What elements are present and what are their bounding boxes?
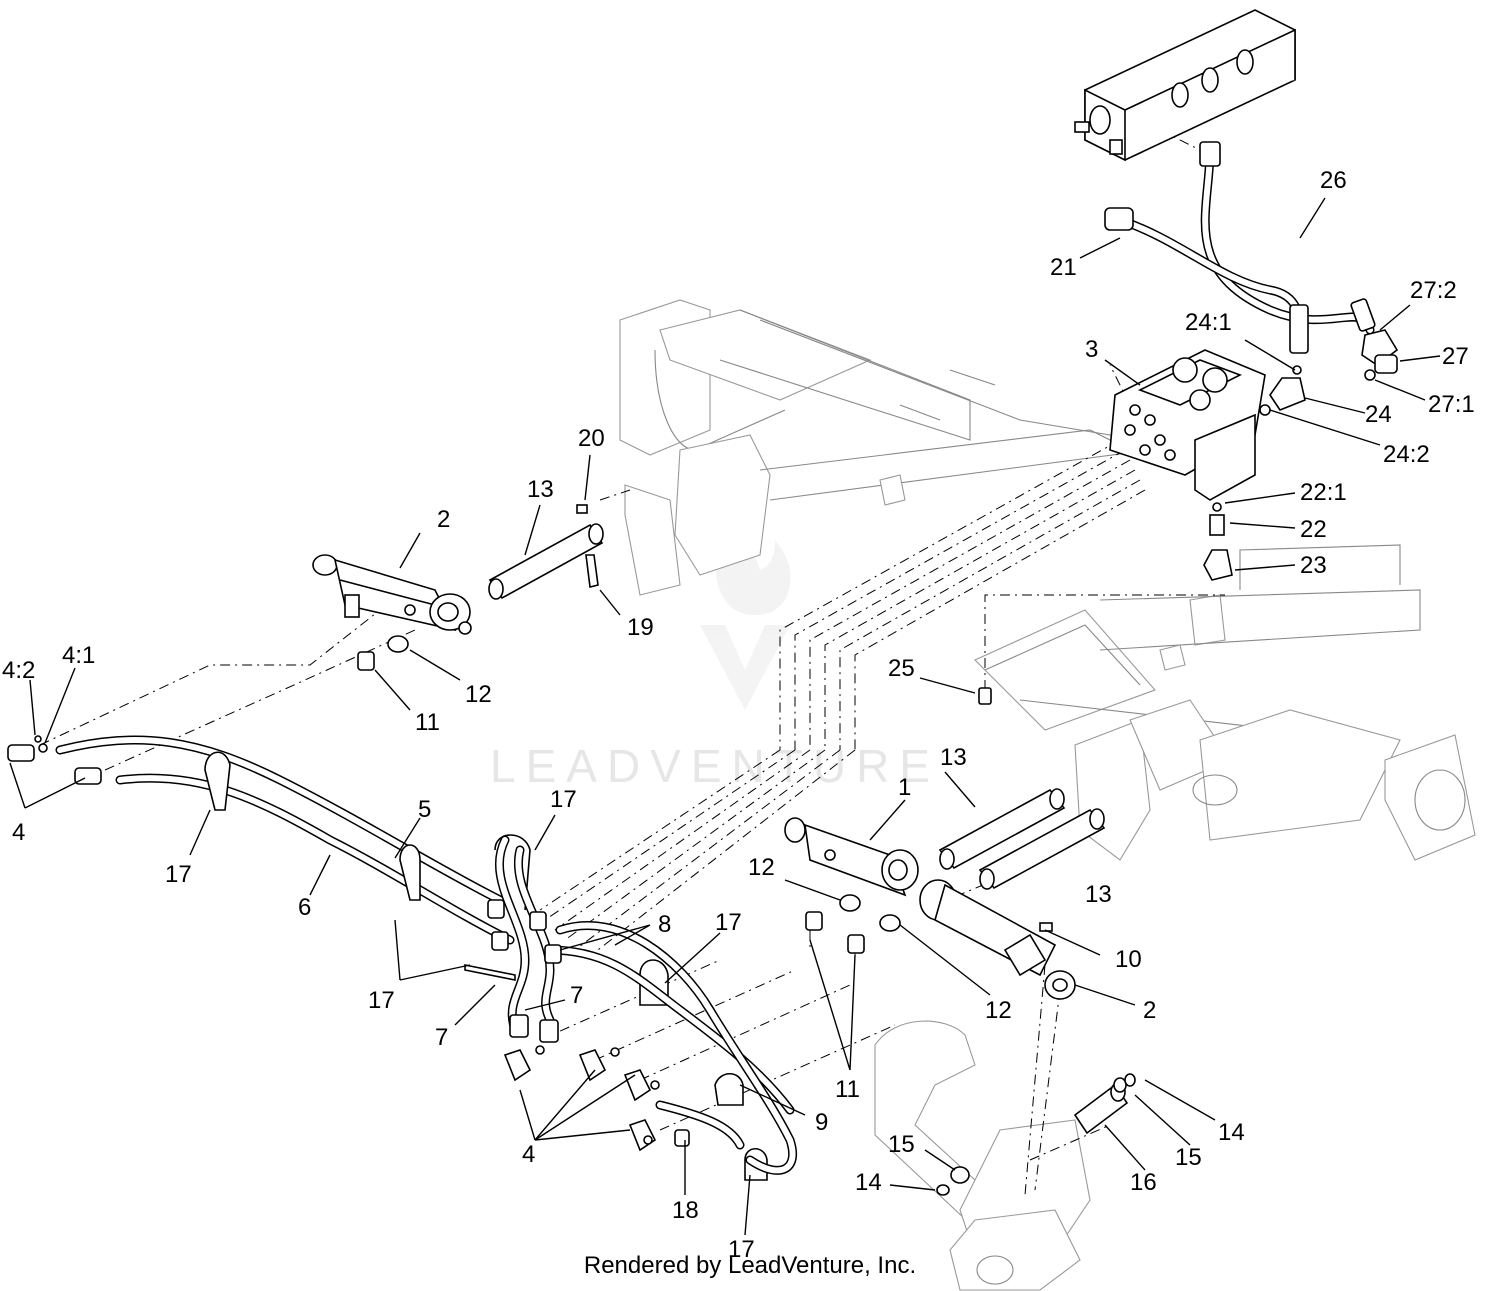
callout-18: 18 [672, 1197, 699, 1224]
callout-26: 26 [1320, 167, 1347, 194]
footer-text: Rendered by LeadVenture, Inc. [583, 1252, 917, 1279]
callout-27-1: 27:1 [1428, 391, 1475, 418]
callout-24-2: 24:2 [1383, 441, 1430, 468]
callout-24-1: 24:1 [1185, 309, 1232, 336]
callout-27: 27 [1442, 343, 1469, 370]
callout-25: 25 [888, 655, 915, 682]
callout-22-1: 22:1 [1300, 479, 1347, 506]
callout-13-top: 13 [527, 476, 554, 503]
rendered-by-footer: Rendered by LeadVenture, Inc. [0, 1252, 1500, 1280]
pin-13-upper [488, 523, 604, 600]
pivot-pin-16-washers [936, 1073, 1136, 1196]
callout-6: 6 [298, 894, 311, 921]
bolts-11-washers-12-lower [805, 894, 901, 954]
lower-linkage-arm [874, 1020, 1091, 1291]
frame-right-assembly [974, 544, 1476, 861]
frame-left-housing [619, 299, 1151, 596]
callout-12-top: 12 [465, 681, 492, 708]
callout-19: 19 [627, 614, 654, 641]
control-valve-3 [1109, 349, 1266, 501]
callout-15-right: 15 [1175, 1144, 1202, 1171]
callout-20: 20 [578, 425, 605, 452]
fittings-4-lower [503, 1045, 690, 1152]
callout-23: 23 [1300, 552, 1327, 579]
hose-26 [1199, 141, 1376, 335]
callout-16: 16 [1130, 1169, 1157, 1196]
callout-15-left: 15 [888, 1131, 915, 1158]
callout-3: 3 [1085, 336, 1098, 363]
callout-1: 1 [898, 774, 911, 801]
callout-17-center: 17 [550, 786, 577, 813]
callout-labels: 26 21 27:2 27 27:1 24:1 24 24:2 3 22:1 2… [2, 167, 1475, 1263]
callout-7-right: 7 [570, 982, 583, 1009]
hose-21 [1104, 207, 1309, 354]
callout-17-lower: 17 [368, 987, 395, 1014]
callout-21: 21 [1050, 254, 1077, 281]
hoses-7-8-9 [487, 835, 798, 1175]
callout-2-top: 2 [437, 506, 450, 533]
fitting-22 [1209, 502, 1225, 536]
fitting-24 [1259, 365, 1306, 416]
callout-9: 9 [815, 1109, 828, 1136]
callout-5: 5 [418, 796, 431, 823]
callout-12-mid: 12 [748, 854, 775, 881]
callout-11-low: 11 [835, 1076, 860, 1103]
fitting-23 [1203, 549, 1233, 581]
callout-10: 10 [1115, 946, 1142, 973]
leader-lines [9, 197, 1441, 1236]
callout-8: 8 [658, 911, 671, 938]
fitting-27 [1361, 329, 1399, 381]
callout-14-left: 14 [855, 1169, 882, 1196]
callout-22: 22 [1300, 516, 1327, 543]
callout-17-bottom: 17 [728, 1236, 755, 1263]
callout-2-low: 2 [1143, 997, 1156, 1024]
callout-12-low: 12 [985, 997, 1012, 1024]
cylinder-2-upper [312, 554, 472, 635]
pins-13-lower [938, 788, 1106, 890]
callout-13-mid: 13 [940, 744, 967, 771]
bolt-11-washer-12-upper [357, 635, 409, 671]
callout-7-left: 7 [435, 1024, 448, 1051]
callout-4-2: 4:2 [2, 657, 35, 684]
hydraulic-pump [1074, 9, 1296, 162]
callout-11-top: 11 [415, 709, 440, 736]
cylinder-2-lower [919, 879, 1076, 1000]
watermark-text: LEADVENTURE [490, 740, 940, 792]
pin-19-20 [576, 504, 599, 588]
callout-4-bottom: 4 [522, 1141, 535, 1168]
cylinder-1 [784, 817, 919, 897]
callout-4-left: 4 [12, 819, 25, 846]
callout-4-1: 4:1 [62, 642, 95, 669]
callout-17-left: 17 [165, 861, 192, 888]
callout-14-right: 14 [1218, 1119, 1245, 1146]
callout-27-2: 27:2 [1410, 277, 1457, 304]
callout-13-low: 13 [1085, 881, 1112, 908]
callout-24: 24 [1365, 401, 1392, 428]
hose-5-6 [7, 735, 515, 945]
bolt-25 [978, 687, 992, 705]
callout-17-right: 17 [715, 909, 742, 936]
